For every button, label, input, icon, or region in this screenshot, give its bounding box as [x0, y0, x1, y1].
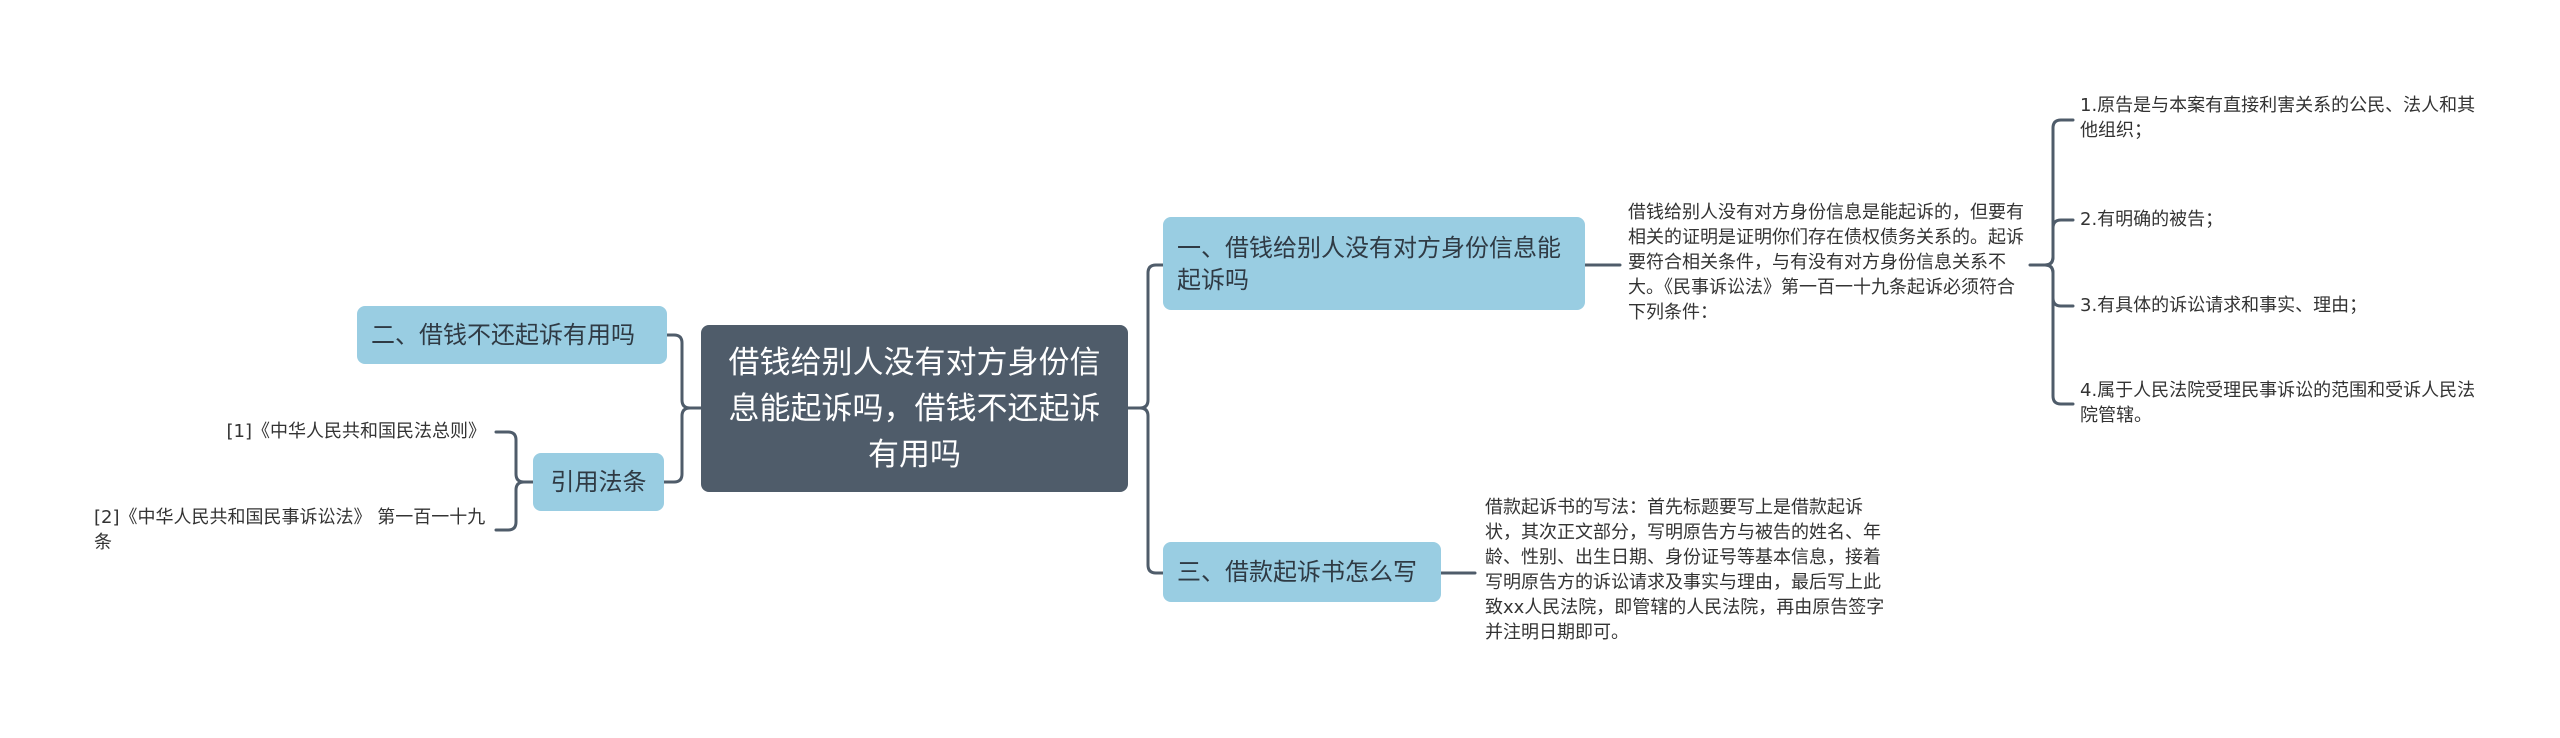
link-detail-cond4 — [2043, 263, 2075, 406]
topic-repayment-lawsuit[interactable]: 二、借钱不还起诉有用吗 — [357, 306, 667, 364]
condition-item: 1.原告是与本案有直接利害关系的公民、法人和其他组织； — [2080, 95, 2476, 141]
cited-law-reference: [2]《中华人民共和国民事诉讼法》 第一百一十九条 — [94, 507, 486, 553]
link-root-left1 — [665, 333, 703, 410]
topic-complaint-writing[interactable]: 三、借款起诉书怎么写 — [1163, 542, 1441, 602]
link-root-topic1 — [1126, 263, 1165, 410]
root-topic[interactable]: 借钱给别人没有对方身份信息能起诉吗，借钱不还起诉有用吗 — [701, 325, 1128, 492]
link-detail-cond3 — [2043, 263, 2075, 308]
condition-item: 4.属于人民法院受理民事诉讼的范围和受诉人民法院管辖。 — [2080, 380, 2476, 426]
root-topic-label: 借钱给别人没有对方身份信息能起诉吗，借钱不还起诉有用吗 — [728, 344, 1101, 473]
topic-identity-lawsuit-label: 一、借钱给别人没有对方身份信息能起诉吗 — [1177, 233, 1561, 294]
topic-cited-laws-label: 引用法条 — [550, 468, 647, 496]
link-detail-cond2 — [2043, 218, 2075, 267]
link-root-topic3 — [1138, 406, 1165, 575]
topic-complaint-writing-label: 三、借款起诉书怎么写 — [1177, 558, 1417, 586]
complaint-writing-detail: 借款起诉书的写法：首先标题要写上是借款起诉状，其次正文部分，写明原告方与被告的姓… — [1485, 497, 1885, 643]
condition-item: 3.有具体的诉讼请求和事实、理由； — [2080, 295, 2368, 316]
link-refs-2 — [494, 480, 526, 532]
identity-lawsuit-detail: 借钱给别人没有对方身份信息是能起诉的，但要有相关的证明是证明你们存在债权债务关系… — [1628, 202, 2024, 323]
topic-identity-lawsuit[interactable]: 一、借钱给别人没有对方身份信息能起诉吗 — [1163, 217, 1585, 310]
cited-law-reference: [1]《中华人民共和国民法总则》 — [226, 421, 487, 442]
condition-item: 2.有明确的被告； — [2080, 209, 2224, 230]
link-root-left2 — [662, 406, 692, 484]
topic-cited-laws[interactable]: 引用法条 — [533, 453, 664, 511]
topic-repayment-lawsuit-label: 二、借钱不还起诉有用吗 — [371, 321, 635, 349]
link-refs-1 — [494, 430, 535, 484]
